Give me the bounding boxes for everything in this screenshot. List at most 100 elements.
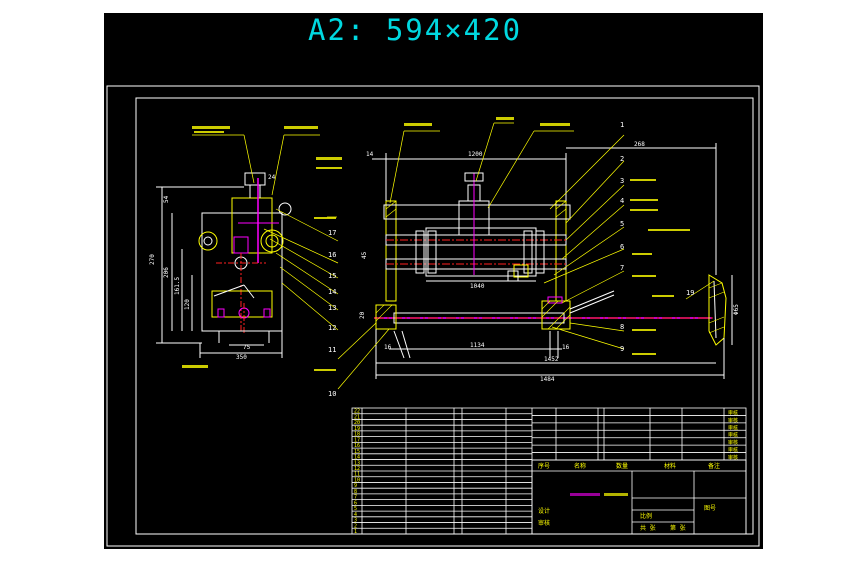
- sheet-size-title: A2: 594×420: [308, 13, 523, 47]
- tb-label-material: 材料: [664, 462, 676, 470]
- balloon-2: 2: [620, 155, 624, 163]
- tb-label-sheetno: 第 张: [670, 524, 686, 532]
- balloon-1: 1: [620, 121, 624, 129]
- bom-rows: [352, 413, 746, 535]
- tb-highlight-2: [604, 493, 628, 496]
- bom-right-cell: 审核: [728, 447, 738, 454]
- bom-row-number: 5: [354, 506, 357, 512]
- balloon-16: 16: [328, 251, 336, 259]
- side-left-hub: [198, 231, 218, 251]
- bom-right-cell: 审核: [728, 417, 738, 424]
- inner-frame: [135, 97, 754, 535]
- dim-side-g: 24: [268, 174, 276, 181]
- annotation-marks: [182, 117, 690, 371]
- dim-side-c: 120: [184, 299, 191, 310]
- balloon-12: 12: [328, 324, 336, 332]
- bom-row-number: 17: [354, 437, 360, 443]
- dim-side-height: 270: [149, 254, 156, 265]
- dim-left-16: 16: [384, 344, 392, 351]
- dim-side-b: 161.5: [174, 277, 181, 295]
- tb-label-note: 备注: [708, 462, 720, 470]
- balloon-6: 6: [620, 243, 624, 251]
- balloon-19: 19: [686, 289, 694, 297]
- balloon-3: 3: [620, 177, 624, 185]
- drawing-canvas[interactable]: 270 206 161.5 120 54 350 75 24: [104, 13, 763, 549]
- bom-row-number: 14: [354, 455, 360, 461]
- balloon-15: 15: [328, 272, 336, 280]
- bom-right-cell: 审核: [728, 432, 738, 439]
- dim-side-a: 206: [163, 267, 170, 278]
- side-lower-block: [211, 290, 273, 318]
- balloon-9: 9: [620, 345, 624, 353]
- side-knob: [278, 202, 292, 216]
- side-gear: [260, 229, 284, 253]
- balloon-8: 8: [620, 323, 624, 331]
- balloon-4: 4: [620, 197, 624, 205]
- balloon-17: 17: [328, 229, 336, 237]
- side-view-dimension-text: 270 206 161.5 120 54 350 75 24: [149, 174, 276, 361]
- tb-highlight-1: [570, 493, 600, 496]
- dim-top-overall: 1200: [468, 151, 483, 158]
- tb-label-qty: 数量: [616, 462, 628, 470]
- bom-row-number: 15: [354, 449, 360, 455]
- bom-row-number: 13: [354, 460, 360, 466]
- left-bearing: [375, 304, 397, 330]
- bom-right-cell: 审核: [728, 439, 738, 446]
- balloon-14: 14: [328, 288, 336, 296]
- bom-row-number: 21: [354, 414, 360, 420]
- tb-label-review: 审核: [538, 519, 550, 527]
- dim-45: 45: [361, 251, 368, 259]
- balloon-numbers: 1 2 3 4 5 6 7 8 9 10 11 12 13 14 15 16 1…: [328, 121, 694, 398]
- side-upper-block: [231, 197, 273, 254]
- handwheel: [708, 274, 727, 346]
- balloon-5: 5: [620, 220, 624, 228]
- side-view-dimensions: [156, 186, 283, 358]
- balloon-7: 7: [620, 264, 624, 272]
- tb-label-scale: 比例: [640, 512, 652, 520]
- dim-top-left-small: 14: [366, 151, 374, 158]
- dim-side-e: 350: [236, 354, 247, 361]
- bom-row-number: 19: [354, 426, 360, 432]
- balloon-10: 10: [328, 390, 336, 398]
- tb-label-design: 设计: [538, 507, 550, 515]
- outer-frame: [106, 85, 760, 547]
- bom-row-number: 20: [354, 420, 360, 426]
- bom-right-cell: 审核: [728, 424, 738, 431]
- front-view-dimension-text: 1200 268 14 1040 1134 1452 1484 16 16 Φ6…: [359, 141, 740, 383]
- side-top-cap: [244, 172, 266, 186]
- leader-lines: [192, 122, 715, 390]
- bom-row-number: 8: [354, 489, 357, 495]
- bom-row-number: 3: [354, 518, 357, 524]
- dim-bottom-b: 1452: [544, 356, 559, 363]
- bom-right-cell: 审核: [728, 409, 738, 416]
- dim-top-right: 268: [634, 141, 645, 148]
- title-block-labels: 序号 名称 数量 材料 备注 比例 图号 设计 审核 共 张 第 张: [538, 462, 720, 532]
- dim-mid: 1040: [470, 283, 485, 290]
- bom-row-number: 12: [354, 466, 360, 472]
- dim-bottom-a: 1134: [470, 342, 485, 349]
- dim-bottom-c: 1484: [540, 376, 555, 383]
- tb-label-sheets: 共 张: [640, 524, 656, 532]
- bom-row-number: 6: [354, 500, 357, 506]
- bom-row-number: 9: [354, 483, 357, 489]
- bom-row-number: 7: [354, 495, 357, 501]
- bom-table: [351, 407, 747, 535]
- dim-right-16: 16: [562, 344, 570, 351]
- cad-viewport[interactable]: A2: 594×420: [104, 13, 763, 549]
- front-view-dimensions: [372, 143, 733, 379]
- bom-row-number: 22: [354, 409, 360, 415]
- bom-row-number: 10: [354, 477, 360, 483]
- bom-row-number: 1: [354, 529, 357, 535]
- side-view: [198, 172, 292, 343]
- tb-label-name: 名称: [574, 462, 586, 470]
- bom-row-number: 16: [354, 443, 360, 449]
- front-view-hatching: [375, 200, 725, 334]
- tb-label-seq: 序号: [538, 462, 550, 470]
- bom-right-cell: 审核: [728, 454, 738, 461]
- balloon-11: 11: [328, 346, 336, 354]
- dim-left-20: 20: [359, 311, 366, 319]
- dim-right-d: Φ65: [733, 304, 740, 315]
- bom-row-number: 4: [354, 512, 357, 518]
